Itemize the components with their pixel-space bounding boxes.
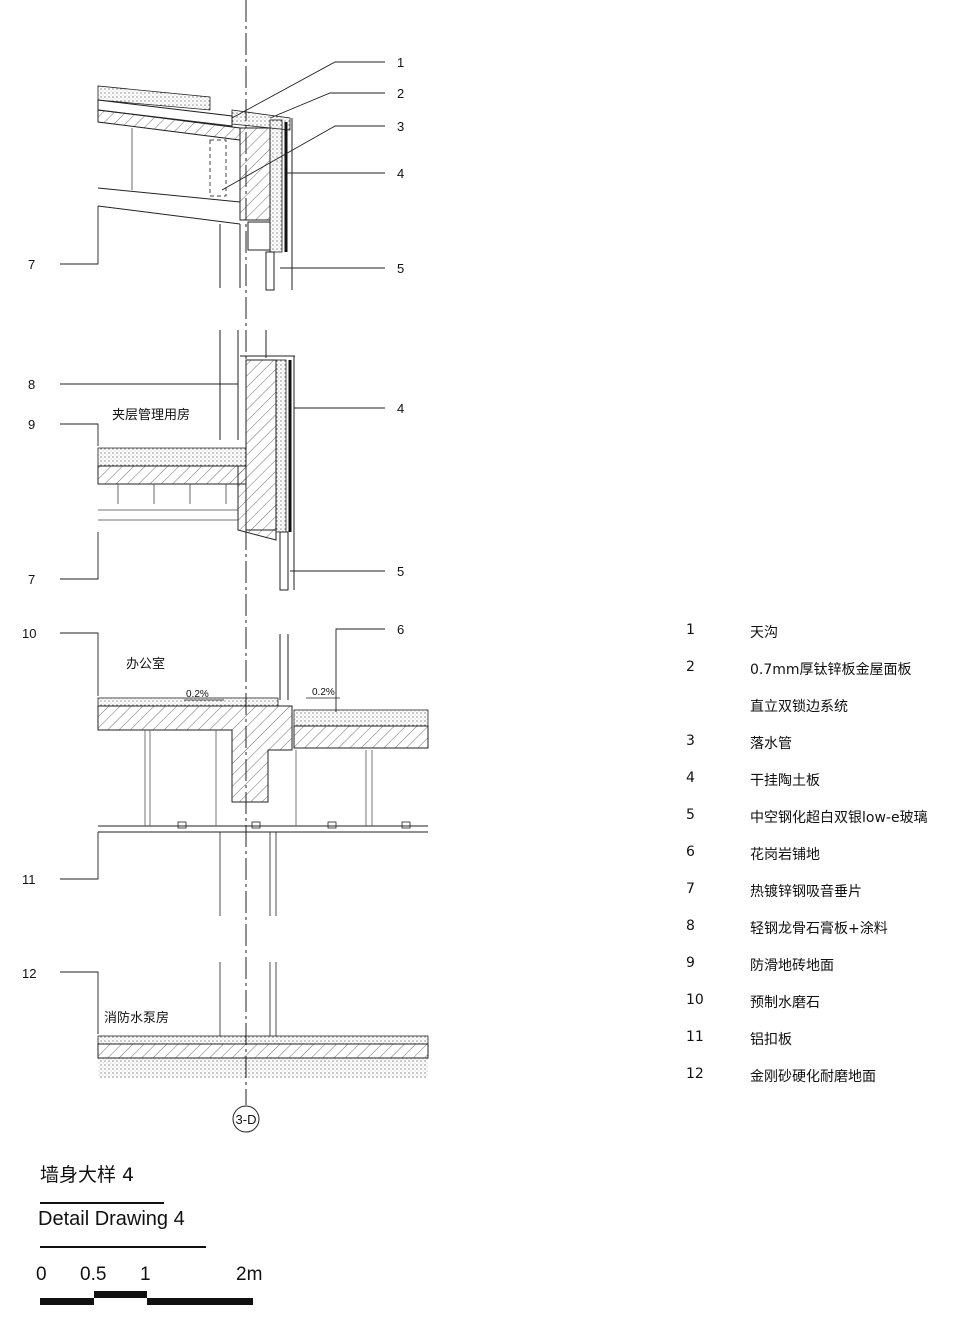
axis-tag: 3-D (236, 1112, 257, 1127)
legend-num: 3 (686, 733, 695, 749)
scale-label: 1 (140, 1264, 151, 1285)
title-chinese: 墙身大样 4 (40, 1164, 135, 1186)
leader-lines (60, 61, 385, 1034)
office-detail (97, 634, 429, 916)
callout-7-top: 7 (28, 257, 35, 272)
callout-8: 8 (28, 377, 35, 392)
slope-label-indoor: 0.2% (186, 689, 209, 700)
callout-6: 6 (397, 622, 404, 637)
legend-num: 8 (686, 918, 695, 934)
mezzanine-detail (97, 330, 295, 591)
legend-text: 预制水磨石 (750, 995, 820, 1011)
legend-num: 1 (686, 622, 695, 638)
callout-10: 10 (22, 626, 36, 641)
callout-9: 9 (28, 417, 35, 432)
legend-num: 4 (686, 770, 695, 786)
room-label-mezzanine: 夹层管理用房 (112, 407, 190, 423)
legend-text: 轻钢龙骨石膏板+涂料 (750, 921, 888, 937)
legend-num: 11 (686, 1029, 704, 1045)
legend-text: 直立双锁边系统 (750, 699, 848, 715)
legend-num: 7 (686, 881, 695, 897)
scale-label: 0 (36, 1264, 47, 1285)
callout-1: 1 (397, 55, 404, 70)
callout-12: 12 (22, 966, 36, 981)
legend-text: 干挂陶土板 (750, 773, 820, 789)
callout-7-mid: 7 (28, 572, 35, 587)
legend-text: 热镀锌钢吸音垂片 (750, 884, 862, 900)
callout-11: 11 (22, 872, 36, 887)
callout-2: 2 (397, 86, 404, 101)
callout-4-top: 4 (397, 166, 404, 181)
legend-text: 金刚砂硬化耐磨地面 (750, 1069, 876, 1085)
legend-num: 12 (686, 1066, 704, 1082)
slope-label-outdoor: 0.2% (312, 687, 335, 698)
legend-text: 铝扣板 (750, 1032, 792, 1048)
callout-5-top: 5 (397, 261, 404, 276)
scale-segment (94, 1291, 147, 1298)
room-label-office: 办公室 (126, 656, 165, 672)
legend-text: 0.7mm厚钛锌板金屋面板 (750, 662, 912, 678)
legend-num: 5 (686, 807, 695, 823)
legend-num: 2 (686, 659, 695, 675)
legend-num: 9 (686, 955, 695, 971)
legend-text: 中空钢化超白双银low-e玻璃 (750, 810, 928, 826)
legend-text: 天沟 (750, 625, 778, 641)
title-rule (40, 1202, 164, 1204)
title-english: Detail Drawing 4 (38, 1208, 185, 1230)
legend-text: 防滑地砖地面 (750, 958, 834, 974)
scale-label: 2m (236, 1264, 263, 1285)
legend-num: 10 (686, 992, 704, 1008)
legend-num: 6 (686, 844, 695, 860)
scale-label: 0.5 (80, 1264, 107, 1285)
roof-detail (97, 85, 293, 291)
scale-segment (40, 1298, 94, 1305)
legend-text: 花岗岩铺地 (750, 847, 820, 863)
scale-segment (147, 1298, 253, 1305)
callout-5-mid: 5 (397, 564, 404, 579)
pump-room-detail (97, 962, 429, 1078)
room-label-pump-room: 消防水泵房 (104, 1010, 169, 1026)
callout-4-mid: 4 (397, 401, 404, 416)
legend-text: 落水管 (750, 736, 792, 752)
title-rule (40, 1246, 206, 1248)
callout-3: 3 (397, 119, 404, 134)
axis-bubble (232, 1105, 260, 1133)
